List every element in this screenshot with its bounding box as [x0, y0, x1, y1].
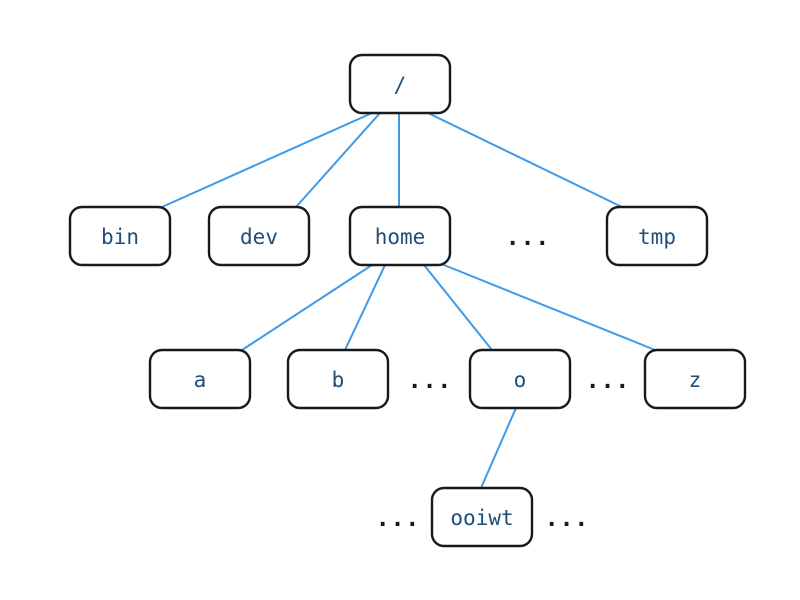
ellipsis-ell-level2-right: ... — [586, 368, 631, 394]
tree-edge-home-to-b — [344, 264, 386, 351]
node-box-b[interactable] — [286, 348, 390, 410]
tree-edge-home-to-z — [443, 264, 656, 351]
node-label-a: a — [194, 368, 207, 392]
tree-node-home[interactable]: home — [348, 205, 452, 267]
nodes-layer: / bin dev home tmp a b o z ooiwt — [68, 53, 747, 548]
tree-node-bin[interactable]: bin — [68, 205, 172, 267]
tree-edge-root-to-dev — [295, 112, 381, 208]
tree-edge-o-to-ooiwt — [480, 407, 517, 489]
tree-edge-home-to-a — [241, 264, 373, 351]
node-box-bin[interactable] — [68, 205, 172, 267]
tree-node-dev[interactable]: dev — [207, 205, 311, 267]
node-box-o[interactable] — [468, 348, 572, 410]
tree-edge-root-to-tmp — [427, 112, 623, 208]
node-label-tmp: tmp — [638, 225, 676, 249]
ellipsis-ell-level1: ... — [506, 225, 551, 251]
node-label-ooiwt: ooiwt — [450, 506, 513, 530]
node-box-tmp[interactable] — [605, 205, 709, 267]
tree-node-o[interactable]: o — [468, 348, 572, 410]
node-box-dev[interactable] — [207, 205, 311, 267]
ellipsis-ell-level2-left: ... — [408, 368, 453, 394]
node-label-home: home — [375, 225, 426, 249]
tree-node-z[interactable]: z — [643, 348, 747, 410]
tree-node-a[interactable]: a — [148, 348, 252, 410]
node-label-z: z — [689, 368, 702, 392]
tree-node-root[interactable]: / — [348, 53, 452, 115]
ellipsis-ell-level3-left: ... — [376, 506, 421, 532]
ellipsis-ell-level3-right: ... — [545, 506, 590, 532]
node-box-ooiwt[interactable] — [430, 486, 534, 548]
ellipses-layer: ............... — [376, 225, 631, 532]
node-box-z[interactable] — [643, 348, 747, 410]
tree-edge-root-to-bin — [161, 112, 373, 208]
node-label-root: / — [394, 73, 407, 97]
tree-node-tmp[interactable]: tmp — [605, 205, 709, 267]
node-box-root[interactable] — [348, 53, 452, 115]
node-label-o: o — [514, 368, 527, 392]
tree-edge-home-to-o — [423, 264, 493, 351]
node-box-home[interactable] — [348, 205, 452, 267]
tree-node-b[interactable]: b — [286, 348, 390, 410]
node-label-bin: bin — [101, 225, 139, 249]
node-label-dev: dev — [240, 225, 278, 249]
edges-layer — [161, 112, 656, 489]
node-box-a[interactable] — [148, 348, 252, 410]
node-label-b: b — [332, 368, 345, 392]
tree-node-ooiwt[interactable]: ooiwt — [430, 486, 534, 548]
